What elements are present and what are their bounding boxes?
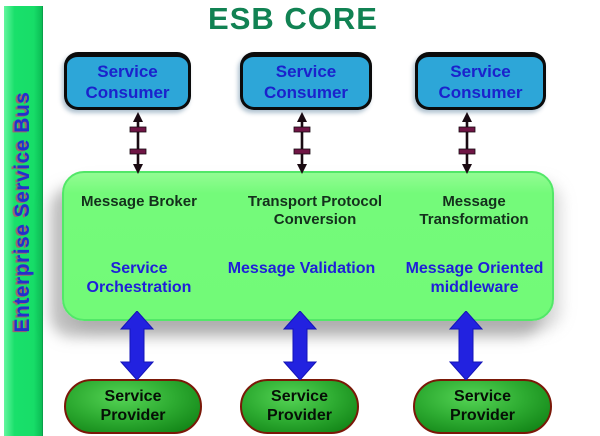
service-provider-pill-3: Service Provider bbox=[413, 379, 552, 434]
service-consumer-box-3: Service Consumer bbox=[415, 52, 546, 110]
enterprise-service-bus-bar: Enterprise Service Bus bbox=[4, 6, 43, 436]
plug-double-arrow-icon bbox=[125, 112, 151, 174]
esb-function-service-orchestration: Service Orchestration bbox=[86, 260, 192, 297]
esb-function-message-transformation: Message Transformation bbox=[419, 193, 529, 228]
enterprise-service-bus-label: Enterprise Service Bus bbox=[11, 91, 34, 333]
service-provider-label: Service Provider bbox=[450, 388, 515, 424]
service-provider-pill-2: Service Provider bbox=[240, 379, 359, 434]
esb-function-message-oriented-middleware: Message Oriented middleware bbox=[405, 260, 544, 297]
service-consumer-box-1: Service Consumer bbox=[64, 52, 191, 110]
double-headed-arrow-icon bbox=[446, 310, 486, 381]
plug-double-arrow-icon bbox=[454, 112, 480, 174]
esb-core-box: Message Broker Transport Protocol Conver… bbox=[62, 171, 554, 321]
double-headed-arrow-icon bbox=[280, 310, 320, 381]
service-consumer-box-2: Service Consumer bbox=[240, 52, 372, 110]
page-title: ESB CORE bbox=[208, 1, 378, 36]
service-provider-label: Service Provider bbox=[267, 388, 332, 424]
esb-function-transport-protocol-conversion: Transport Protocol Conversion bbox=[247, 193, 383, 228]
service-consumer-label: Service Consumer bbox=[438, 61, 523, 102]
esb-function-message-broker: Message Broker bbox=[81, 193, 197, 210]
double-headed-arrow-icon bbox=[117, 310, 157, 381]
service-provider-label: Service Provider bbox=[100, 388, 166, 424]
service-provider-pill-1: Service Provider bbox=[64, 379, 202, 434]
service-consumer-label: Service Consumer bbox=[263, 61, 349, 102]
plug-double-arrow-icon bbox=[289, 112, 315, 174]
service-consumer-label: Service Consumer bbox=[85, 61, 170, 102]
esb-function-message-validation: Message Validation bbox=[227, 260, 376, 277]
